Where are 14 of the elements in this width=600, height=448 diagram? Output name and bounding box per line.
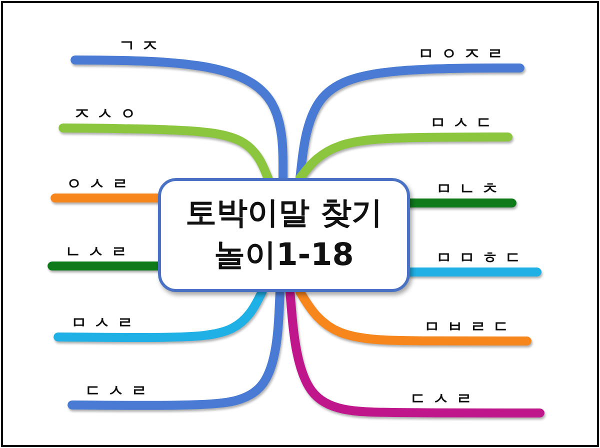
- branch-label: ㅁㄴㅊ: [436, 179, 505, 199]
- branch-label: ㅇㅅㄹ: [66, 174, 135, 194]
- branch-label: ㄴㅅㄹ: [65, 242, 134, 262]
- topic-title: 토박이말 찾기 놀이1-18: [184, 194, 384, 275]
- branch-label: ㅁㅂㄹㄷ: [424, 317, 516, 337]
- branch-label: ㅁㅅㄹ: [71, 313, 140, 333]
- branch-label: ㄷㅅㄹ: [410, 389, 479, 409]
- branch-label: ㅈㅅㅇ: [74, 104, 143, 124]
- central-topic-box: [158, 178, 410, 292]
- branch-label: ㅁㅁㅎㄷ: [436, 248, 528, 268]
- branch-label: ㄷㅅㄹ: [85, 381, 154, 401]
- branch-label: ㅁㅅㄷ: [430, 113, 499, 133]
- branch-label: ㄱㅈ: [119, 36, 165, 56]
- branch-label: ㅁㅇㅈㄹ: [418, 44, 510, 64]
